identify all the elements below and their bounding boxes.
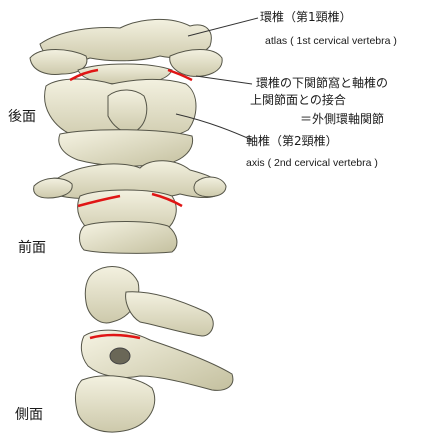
lateral-foramen — [109, 347, 131, 365]
joint-label-line3: ＝外側環軸関節 — [300, 112, 385, 126]
posterior-joint-line-right — [167, 68, 193, 82]
axis-label-en: axis ( 2nd cervical vertebra ) — [246, 157, 378, 169]
axis-label-jp: 軸椎（第2頸椎） — [246, 134, 338, 148]
view-label-posterior: 後面 — [8, 109, 36, 125]
lateral-view-drawing — [74, 266, 234, 433]
atlas-label-en: atlas ( 1st cervical vertebra ) — [265, 35, 397, 47]
lateral-joint-line — [89, 333, 141, 340]
leader-line-joint — [195, 75, 253, 85]
atlas-label-jp: 環椎（第1頸椎） — [260, 10, 352, 24]
posterior-view-drawing — [29, 18, 223, 167]
view-label-lateral: 側面 — [15, 407, 43, 423]
joint-label-line1: 環椎の下関節窩と軸椎の — [256, 76, 389, 90]
leader-line-axis — [175, 113, 253, 141]
leader-line-atlas — [187, 17, 259, 37]
posterior-joint-line-left — [69, 68, 99, 82]
anterior-joint-line-left — [77, 194, 121, 208]
view-label-anterior: 前面 — [18, 240, 46, 256]
anterior-view-drawing — [33, 160, 227, 254]
anterior-joint-line-right — [151, 192, 183, 208]
joint-label-line2: 上関節面との接合 — [250, 93, 346, 107]
